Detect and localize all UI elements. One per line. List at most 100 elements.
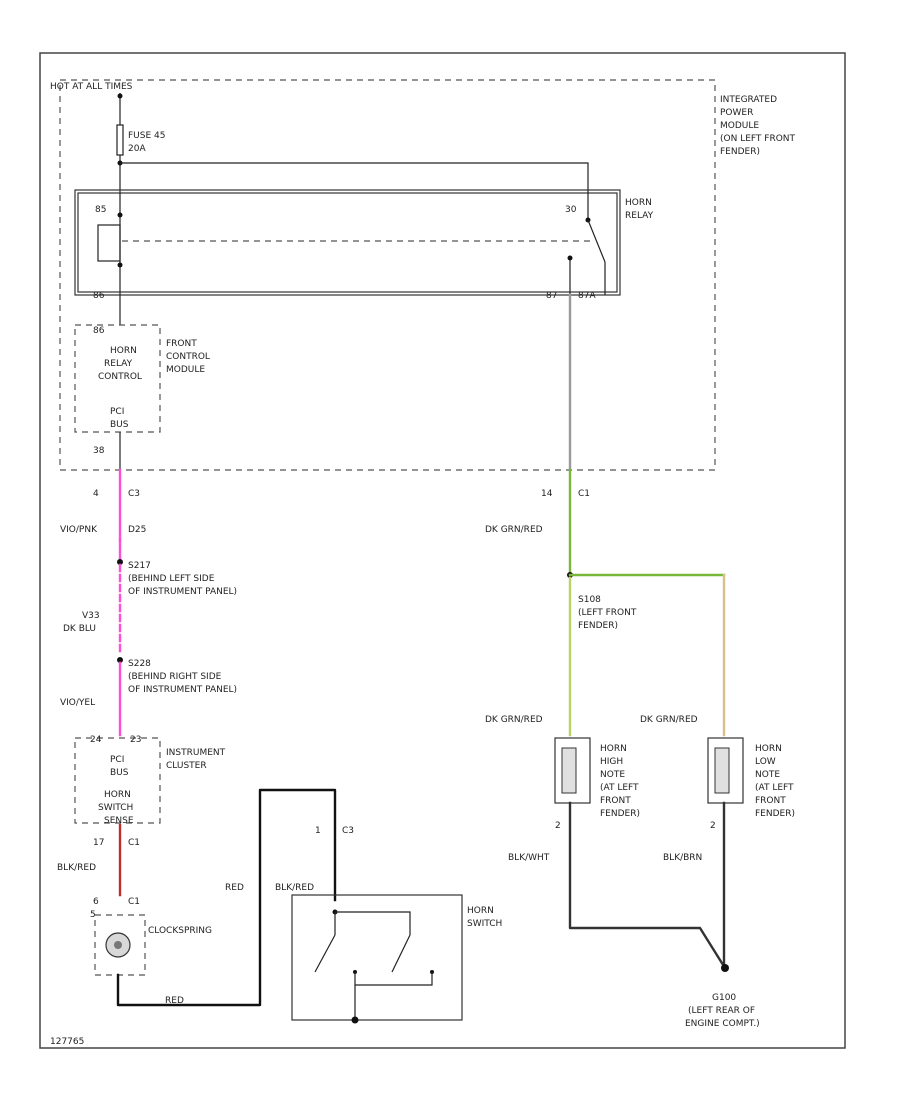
fcm-inner-5: BUS: [110, 420, 129, 430]
ipm-label-3: MODULE: [720, 121, 759, 131]
relay-pin-86: 86: [93, 291, 105, 301]
footer-code: 127765: [50, 1037, 84, 1047]
fcm-inner-1: HORN: [110, 346, 137, 356]
relay-label-2: RELAY: [625, 211, 654, 221]
horn-switch-wire-red: RED: [225, 883, 244, 893]
horn-high-label-1: HORN: [600, 744, 627, 754]
ground-loc-1: (LEFT REAR OF: [688, 1006, 755, 1016]
cluster-label-1: INSTRUMENT: [166, 748, 226, 758]
fcm-pin-bottom: 38: [93, 446, 105, 456]
horn-low-label-5: FRONT: [755, 796, 786, 806]
right-wire-main: DK GRN/RED: [485, 525, 543, 535]
cluster-pin-bottom: 17: [93, 838, 104, 848]
clockspring-conn: C1: [128, 897, 140, 907]
diagram-frame: [39, 52, 846, 1049]
horn-low-label-4: (AT LEFT: [755, 783, 794, 793]
ipm-outline: [59, 79, 716, 471]
horn-high-pin-out: 2: [555, 821, 561, 831]
ipm-label-5: FENDER): [720, 147, 760, 157]
c3-connector: C3: [128, 489, 140, 499]
splice-s108: S108: [578, 595, 601, 605]
relay-coil: [97, 224, 121, 262]
cluster-inner-5: SENSE: [104, 816, 134, 826]
left-circuit: 4 C3 VIO/PNK D25 S217 (BEHIND LEFT SIDE …: [60, 468, 237, 737]
horn-low-wire-out: BLK/BRN: [663, 853, 702, 863]
splice-s217-loc2: OF INSTRUMENT PANEL): [128, 587, 237, 597]
clockspring-wire-color: BLK/RED: [57, 863, 96, 873]
c3-pin: 4: [93, 489, 99, 499]
horn-switch-contact-1: [314, 934, 336, 973]
horn-low-label-1: HORN: [755, 744, 782, 754]
horn-switch: 1 C3 BLK/RED HORN SWITCH: [275, 826, 502, 1024]
horn-switch-label-1: HORN: [467, 906, 494, 916]
horn-low-wire-in: DK GRN/RED: [640, 715, 698, 725]
c1-connector: C1: [578, 489, 590, 499]
horn-low-icon: [714, 747, 730, 794]
wire1-circuit: D25: [128, 525, 146, 535]
c1-pin: 14: [541, 489, 553, 499]
horn-low-label-6: FENDER): [755, 809, 795, 819]
clockspring-label: CLOCKSPRING: [148, 926, 212, 936]
cluster-label-2: CLUSTER: [166, 761, 207, 771]
fcm-pin-top: 86: [93, 326, 105, 336]
fcm-inner-3: CONTROL: [98, 372, 142, 382]
horn-low-label-3: NOTE: [755, 770, 780, 780]
ipm-label-1: INTEGRATED: [720, 95, 777, 105]
horn-high-label-5: FRONT: [600, 796, 631, 806]
splice-s217: S217: [128, 561, 151, 571]
cluster-inner-3: HORN: [104, 790, 131, 800]
splice-s217-loc1: (BEHIND LEFT SIDE: [128, 574, 215, 584]
ipm-label-2: POWER: [720, 108, 753, 118]
ground-g100: G100 (LEFT REAR OF ENGINE COMPT.): [685, 993, 760, 1029]
wire2-color: DK BLU: [63, 624, 96, 634]
horn-switch-label-2: SWITCH: [467, 919, 502, 929]
horn-high-label-6: FENDER): [600, 809, 640, 819]
splice-s108-loc2: FENDER): [578, 621, 618, 631]
relay-pin-85: 85: [95, 205, 106, 215]
relay-label-1: HORN: [625, 198, 652, 208]
fcm-label-3: MODULE: [166, 365, 205, 375]
cluster-inner-1: PCI: [110, 755, 124, 765]
horn-switch-wire-blkred: BLK/RED: [275, 883, 314, 893]
clockspring-wire-bottom: RED: [165, 996, 184, 1006]
fcm-inner-4: PCI: [110, 407, 124, 417]
relay-pin-87: 87: [546, 291, 557, 301]
horn-high-wire-out: BLK/WHT: [508, 853, 550, 863]
front-control-module: 86 HORN RELAY CONTROL PCI BUS FRONT CONT…: [74, 324, 210, 470]
wire1-color: VIO/PNK: [60, 525, 98, 535]
ipm-label: INTEGRATED POWER MODULE (ON LEFT FRONT F…: [720, 95, 796, 157]
fcm-label-1: FRONT: [166, 339, 197, 349]
fcm-inner-2: RELAY: [104, 359, 133, 369]
horn-high-icon: [561, 747, 577, 794]
cluster-conn-bottom: C1: [128, 838, 140, 848]
splice-s108-loc1: (LEFT FRONT: [578, 608, 637, 618]
ipm-label-4: (ON LEFT FRONT: [720, 134, 796, 144]
fuse-name: FUSE 45: [128, 131, 165, 141]
splice-s228-loc2: OF INSTRUMENT PANEL): [128, 685, 237, 695]
fuse-symbol: [116, 124, 124, 156]
ground-loc-2: ENGINE COMPT.): [685, 1019, 760, 1029]
horn-high-label-2: HIGH: [600, 757, 623, 767]
horn-relay: HORN RELAY 85 30 86 87 87A: [74, 189, 654, 301]
relay-switch-arm: [587, 219, 606, 263]
power-label: HOT AT ALL TIMES: [50, 82, 133, 92]
instrument-cluster: 24 23 PCI BUS HORN SWITCH SENSE INSTRUME…: [74, 735, 226, 848]
cluster-pin-24: 24: [90, 735, 102, 745]
wire2-circuit: V33: [82, 611, 100, 621]
clockspring-pin: 6: [93, 897, 99, 907]
horn-switch-pin: 1: [315, 826, 321, 836]
ground-name: G100: [712, 993, 736, 1003]
clockspring-pin2: 5: [90, 910, 96, 920]
splice-s228-loc1: (BEHIND RIGHT SIDE: [128, 672, 222, 682]
horn-low-note: DK GRN/RED HORN LOW NOTE (AT LEFT FRONT …: [640, 715, 795, 863]
horn-high-wire-in: DK GRN/RED: [485, 715, 543, 725]
fcm-label-2: CONTROL: [166, 352, 210, 362]
horn-low-label-2: LOW: [755, 757, 776, 767]
power-source: HOT AT ALL TIMES FUSE 45 20A: [50, 82, 589, 190]
wire3-color: VIO/YEL: [60, 698, 95, 708]
splice-s228: S228: [128, 659, 151, 669]
horn-switch-contact-2: [391, 934, 411, 973]
cluster-inner-2: BUS: [110, 768, 129, 778]
clockspring: 6 C1 5 CLOCKSPRING: [90, 897, 212, 976]
